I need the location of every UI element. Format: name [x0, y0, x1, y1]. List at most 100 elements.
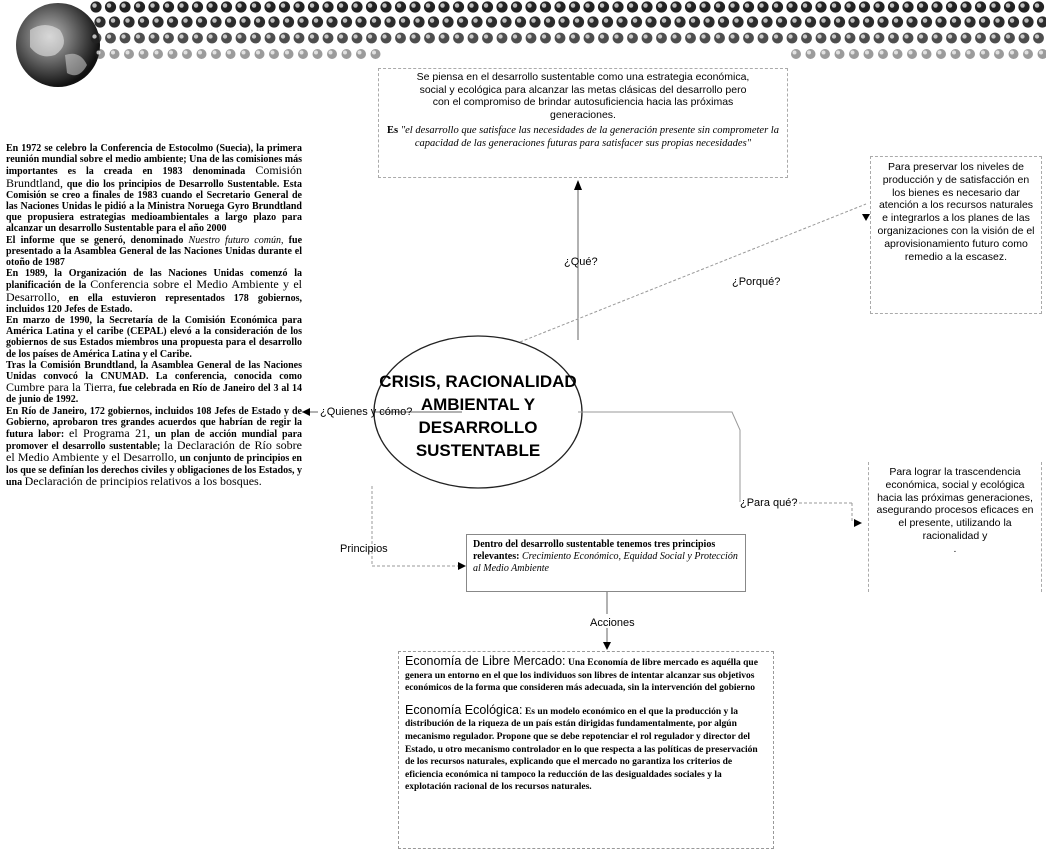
bead-highlight	[483, 34, 489, 39]
bead-highlight	[541, 3, 547, 8]
bead-highlight	[995, 18, 1000, 23]
bead-highlight	[208, 3, 213, 8]
bead-highlight	[806, 18, 812, 23]
bead-highlight	[135, 3, 141, 8]
bead-highlight	[981, 50, 985, 55]
bead-highlight	[483, 3, 489, 8]
bead-highlight	[1009, 18, 1015, 23]
bead-highlight	[933, 3, 938, 8]
bead-highlight	[734, 18, 739, 23]
bead-highlight	[951, 18, 957, 23]
bead-highlight	[1034, 3, 1040, 8]
bead-highlight	[382, 34, 387, 39]
para-que-box: Para lograr la trascendencia económica, …	[868, 462, 1042, 592]
bead-highlight	[831, 3, 837, 8]
bead-highlight	[342, 18, 348, 23]
history-p4: En marzo de 1990, la Secretaría de la Co…	[6, 315, 302, 360]
bead-highlight	[661, 18, 667, 23]
bead-highlight	[802, 34, 808, 39]
bead-highlight	[237, 3, 242, 8]
bead-highlight	[266, 34, 271, 39]
history-p6b: un plan de acción mundial para promover …	[6, 429, 303, 453]
history-p2b: fue presentado a la Asamblea General de …	[6, 234, 303, 269]
bead-highlight	[386, 18, 391, 23]
definition-line-4: generaciones.	[550, 108, 616, 121]
bead-highlight	[556, 3, 561, 8]
label-porque: ¿Porqué?	[732, 276, 781, 288]
label-principios: Principios	[340, 543, 388, 555]
definition-box: Se piensa en el desarrollo sustentable c…	[378, 68, 788, 178]
bead-highlight	[759, 3, 764, 8]
definition-line-2: social y ecológica para alcanzar las met…	[419, 83, 747, 96]
bead-highlight	[991, 3, 996, 8]
bead-highlight	[545, 18, 551, 23]
libre-mercado-text: Una Economía de libre mercado es aquélla…	[405, 658, 758, 694]
bead-highlight	[875, 3, 880, 8]
bead-highlight	[846, 3, 851, 8]
bead-highlight	[574, 18, 580, 23]
bead-highlight	[295, 3, 300, 8]
bead-highlight	[382, 3, 387, 8]
brundtland-quote: "el desarrollo que satisface las necesid…	[400, 125, 779, 149]
bead-highlight	[183, 50, 188, 55]
bead-highlight	[643, 34, 648, 39]
bead-highlight	[817, 3, 822, 8]
bead-highlight	[440, 3, 445, 8]
porque-box: Para preservar los niveles de producción…	[870, 156, 1042, 314]
bead-highlight	[599, 34, 605, 39]
bead-highlight	[962, 34, 967, 39]
bead-highlight	[425, 34, 431, 39]
bead-highlight	[788, 34, 793, 39]
bead-highlight	[154, 50, 159, 55]
para-que-text: Para lograr la trascendencia económica, …	[876, 466, 1034, 542]
history-p3-highlight: Conferencia sobre el Medio Ambiente y el…	[6, 277, 302, 304]
bead-highlight	[193, 3, 199, 8]
bead-highlight	[266, 3, 271, 8]
history-p2a: El informe que se generó, denominado	[6, 234, 184, 246]
bead-highlight	[690, 18, 696, 23]
bead-highlight	[237, 34, 242, 39]
central-topic-line-1: CRISIS, RACIONALIDAD	[379, 372, 577, 391]
bead-highlight	[570, 34, 576, 39]
bead-highlight	[343, 50, 347, 55]
bead-highlight	[139, 18, 145, 23]
bead-highlight	[473, 18, 478, 23]
bead-highlight	[628, 34, 634, 39]
bead-highlight	[836, 50, 840, 55]
bead-highlight	[748, 18, 754, 23]
history-p1-highlight: Comisión Brundtland,	[6, 163, 303, 190]
bead-highlight	[299, 50, 304, 55]
bead-highlight	[154, 18, 159, 23]
bead-highlight	[527, 3, 532, 8]
bead-highlight	[730, 34, 735, 39]
bead-highlight	[251, 34, 257, 39]
bead-highlight	[110, 18, 116, 23]
bead-highlight	[788, 3, 793, 8]
bead-highlight	[193, 34, 199, 39]
bead-highlight	[280, 34, 286, 39]
label-acciones: Acciones	[590, 617, 635, 629]
bead-highlight	[371, 18, 377, 23]
bead-highlight	[1024, 18, 1029, 23]
bead-highlight	[328, 50, 333, 55]
bead-highlight	[821, 18, 826, 23]
bead-highlight	[541, 34, 547, 39]
bead-highlight	[324, 3, 329, 8]
bead-highlight	[773, 3, 779, 8]
bead-highlight	[923, 50, 927, 55]
bead-highlight	[295, 34, 300, 39]
bead-highlight	[585, 3, 590, 8]
bead-highlight	[164, 34, 170, 39]
bead-highlight	[415, 18, 420, 23]
bead-highlight	[299, 18, 304, 23]
bead-highlight	[125, 18, 130, 23]
bead-highlight	[773, 34, 779, 39]
bead-highlight	[338, 34, 344, 39]
bead-highlight	[168, 18, 174, 23]
bead-highlight	[715, 3, 721, 8]
bead-highlight	[672, 34, 677, 39]
bead-highlight	[357, 50, 362, 55]
bead-highlight	[850, 50, 855, 55]
history-p2-italic: Nuestro futuro común,	[188, 234, 284, 246]
bead-highlight	[807, 50, 811, 55]
